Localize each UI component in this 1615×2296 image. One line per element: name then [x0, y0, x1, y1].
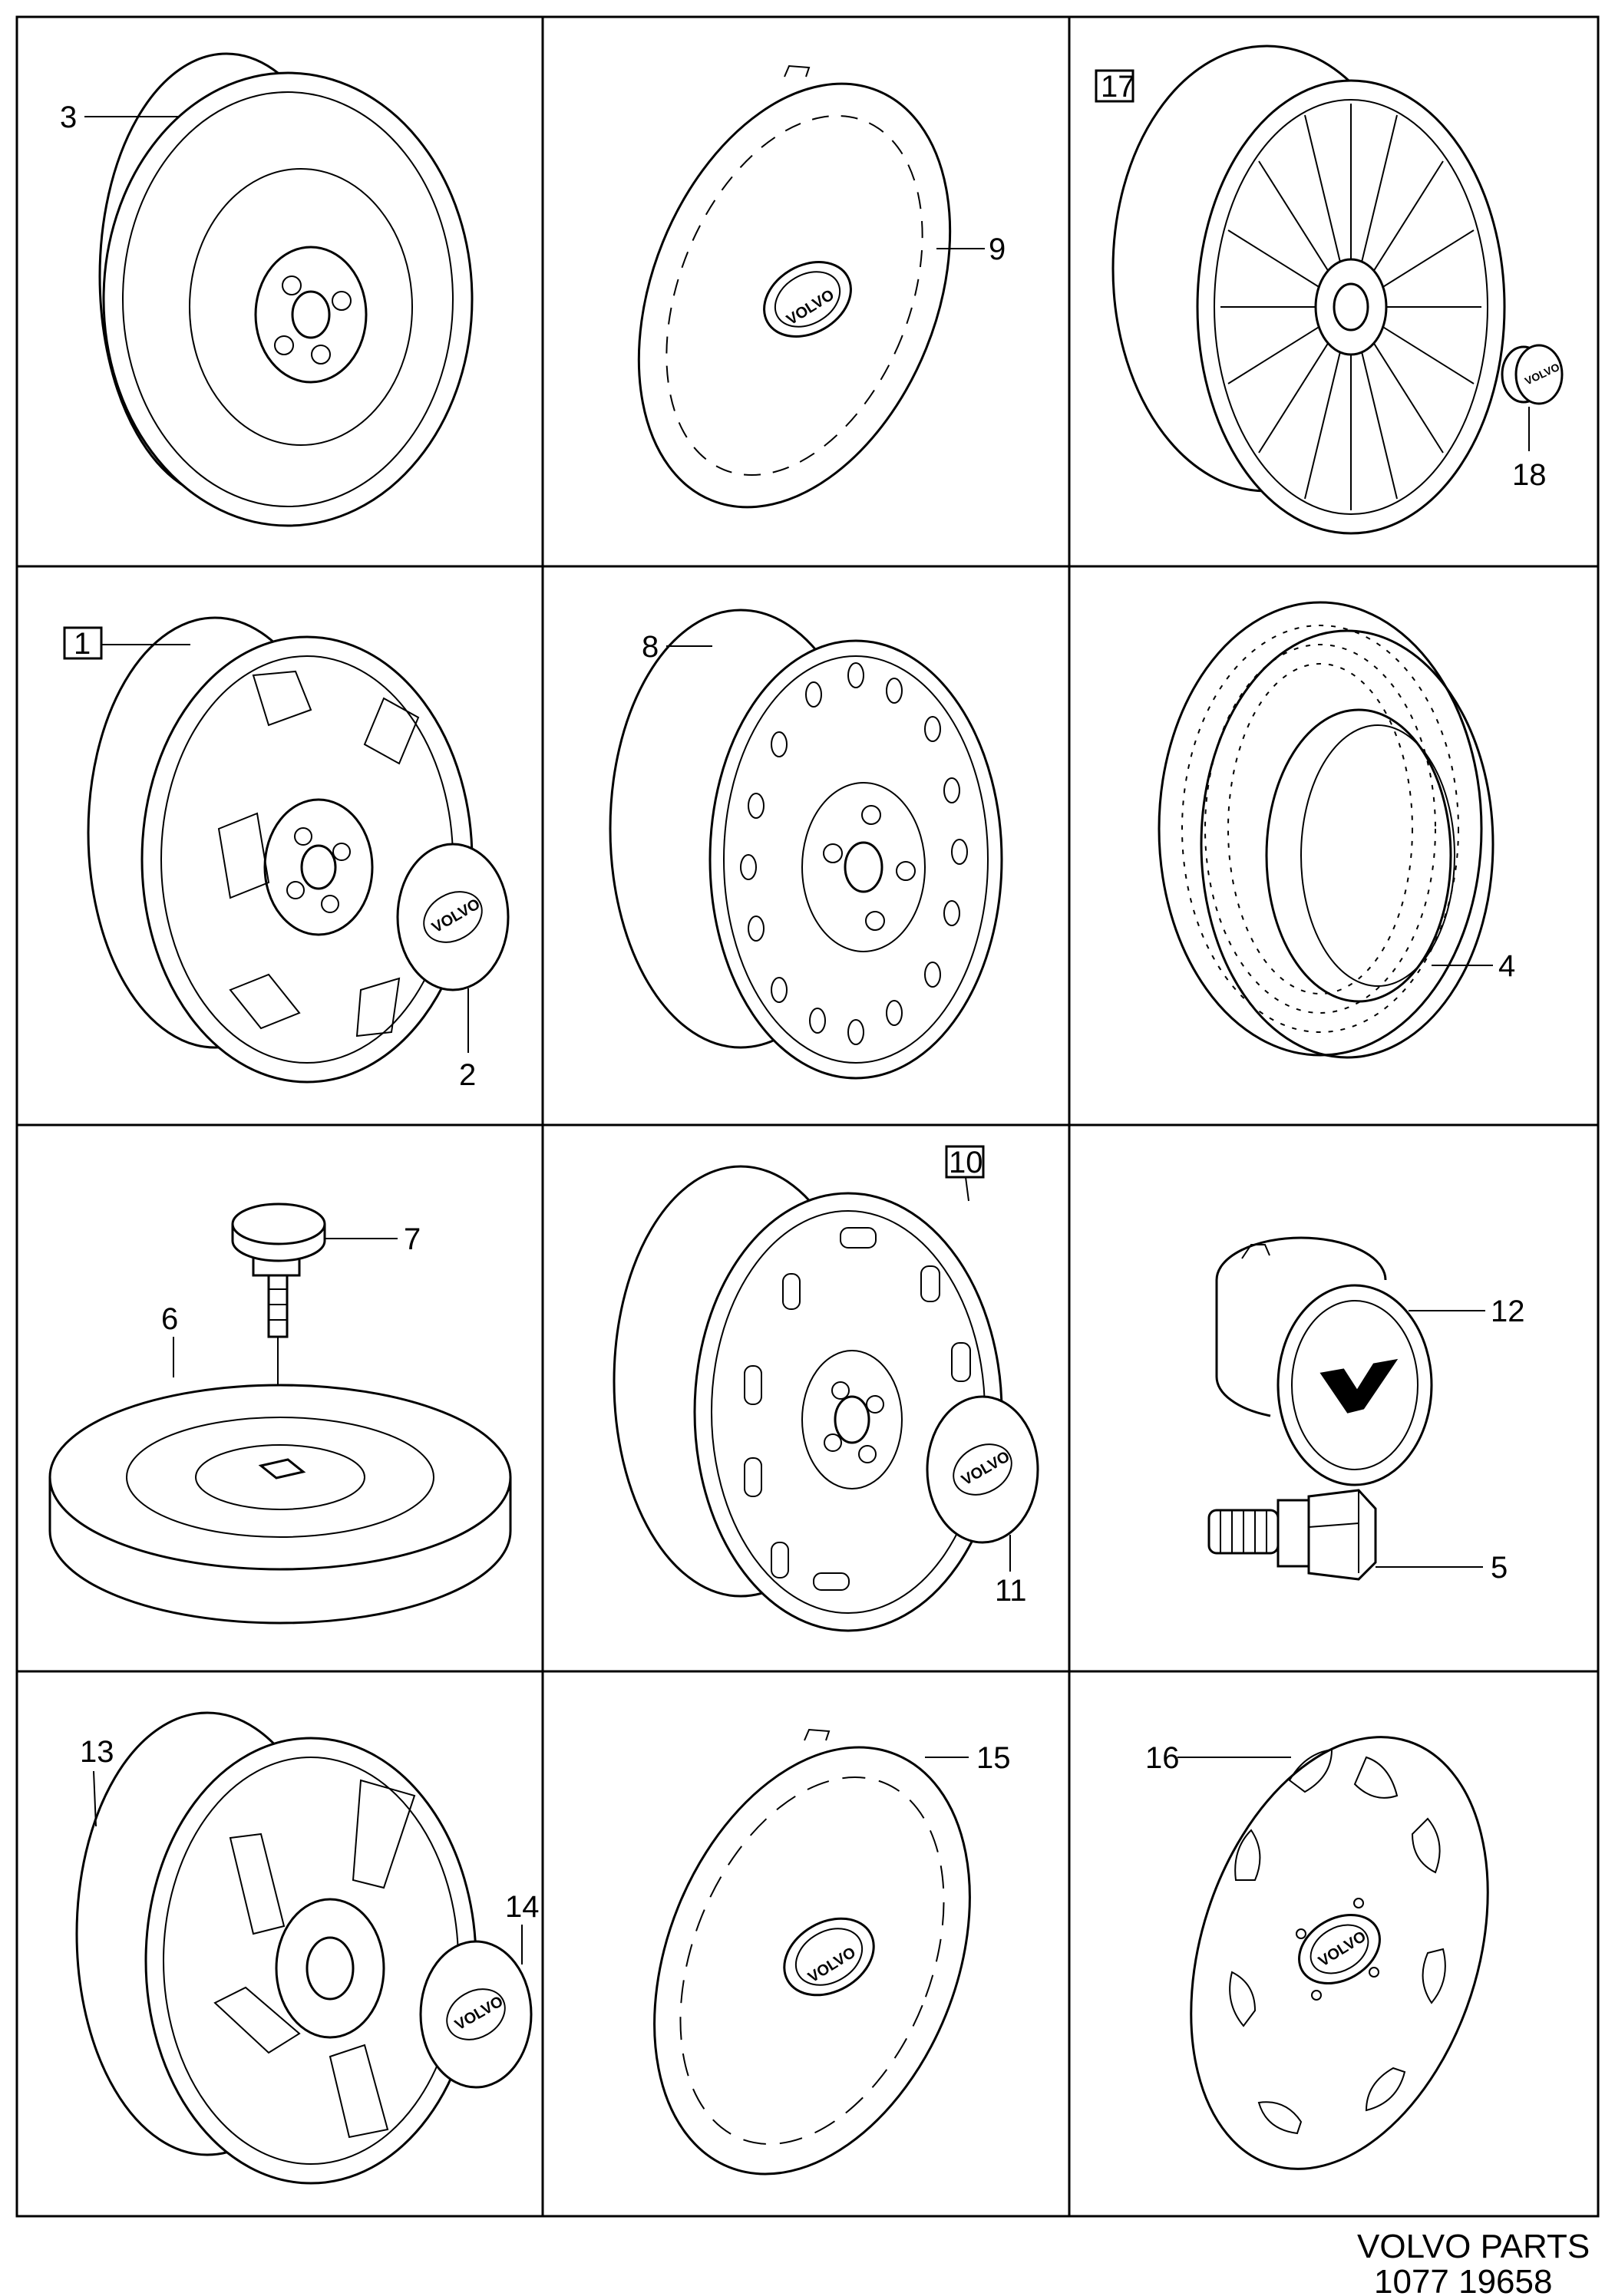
panel-tire: 4 — [1158, 601, 1515, 1059]
callout-13: 13 — [80, 1735, 114, 1769]
center-cap-18-drawing: VOLVO — [1501, 344, 1564, 405]
callout-7: 7 — [404, 1222, 421, 1256]
grid-frame — [15, 15, 1600, 2218]
alloy-wheel-17-drawing — [1111, 45, 1506, 535]
wheel-10-drawing — [613, 1165, 1003, 1632]
steel-wheel-drawing — [98, 52, 474, 527]
callout-5: 5 — [1491, 1551, 1508, 1585]
steel-wheel-8-drawing — [609, 609, 1003, 1080]
callout-4: 4 — [1498, 949, 1515, 983]
callout-box-1 — [63, 626, 103, 660]
spare-wheel-6-drawing — [48, 1384, 512, 1625]
panel-hubcap-16: VOLVO 16 — [1145, 1736, 1489, 2170]
callout-17: 17 — [1101, 70, 1135, 104]
hubcap-15-drawing: VOLVO — [653, 1728, 971, 2176]
callout-3: 3 — [60, 101, 77, 134]
callout-8: 8 — [642, 630, 659, 664]
panel-alloy-wheel-17: 17 VOLVO 18 — [1095, 45, 1564, 535]
footer-line-1: VOLVO PARTS — [1357, 2228, 1590, 2265]
cap-14-drawing: VOLVO — [419, 1940, 533, 2089]
tire-drawing — [1158, 601, 1494, 1059]
callout-14: 14 — [505, 1890, 540, 1924]
hubcap-9-drawing: VOLVO — [637, 64, 952, 509]
hubcap-15-logo: VOLVO — [805, 1944, 859, 1986]
callout-15: 15 — [976, 1741, 1011, 1775]
wheel-bolt-5-drawing — [1207, 1489, 1377, 1581]
callout-6: 6 — [161, 1302, 178, 1336]
callout-box-17 — [1095, 69, 1134, 103]
callout-9: 9 — [989, 233, 1006, 266]
hubcap-9-logo: VOLVO — [784, 286, 837, 328]
cap-2-drawing: VOLVO — [396, 843, 510, 991]
panel-spare-wheel: 7 6 — [48, 1202, 512, 1625]
wing-knob-7-drawing — [231, 1202, 326, 1338]
center-cap-12-drawing — [1215, 1236, 1433, 1486]
panel-steel-wheel-8: 8 — [609, 609, 1003, 1080]
panel-steel-wheel: 3 — [60, 52, 474, 527]
callout-box-10 — [945, 1145, 985, 1179]
footer-line-2: 1077 19658 — [1374, 2263, 1552, 2296]
panel-wheel-10: 10 VOLVO — [613, 1145, 1039, 1632]
panel-wheel-1: 1 VOLVO 2 — [63, 616, 510, 1092]
wheel-1-drawing — [87, 616, 474, 1084]
alloy-wheel-13-drawing — [75, 1711, 477, 2185]
panel-hubcap-15: VOLVO 15 — [653, 1728, 1011, 2176]
panel-cap-bolt: 12 5 — [1207, 1236, 1525, 1585]
panel-alloy-wheel-13: 13 VOLVO 14 — [75, 1711, 540, 2185]
footer: VOLVO PARTS 1077 19658 — [1357, 2228, 1590, 2296]
cap-11-drawing: VOLVO — [926, 1395, 1039, 1544]
callout-1: 1 — [74, 627, 91, 661]
callout-2: 2 — [459, 1058, 476, 1092]
callout-18: 18 — [1512, 458, 1547, 492]
hubcap-16-drawing: VOLVO — [1190, 1736, 1489, 2170]
callout-11: 11 — [995, 1574, 1027, 1608]
callout-12: 12 — [1491, 1295, 1525, 1328]
callout-10: 10 — [949, 1146, 983, 1179]
panel-hubcap-9: VOLVO 9 — [637, 64, 1006, 509]
callout-16: 16 — [1145, 1741, 1180, 1775]
